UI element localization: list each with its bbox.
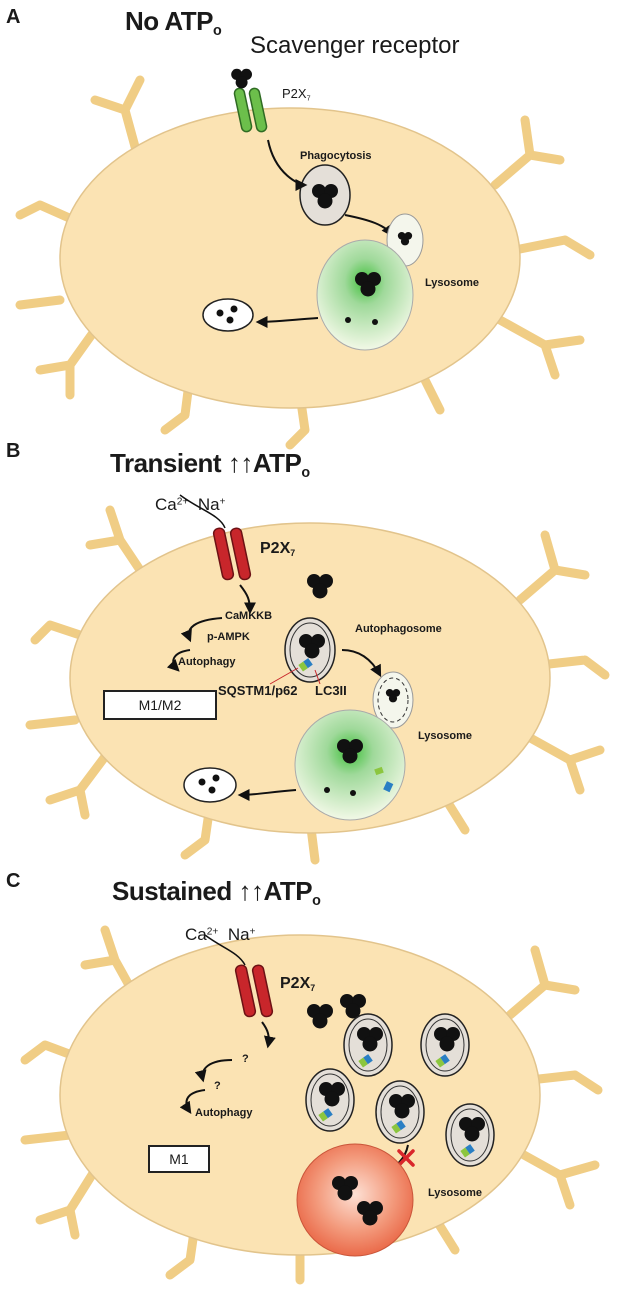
panel-b-ca-sup: 2+ — [176, 496, 189, 508]
panel-b-camkkb-label: CaMKKB — [225, 610, 273, 622]
panel-c-cell-body — [59, 934, 541, 1256]
panel-a-p2x7-sub: 7 — [306, 94, 311, 103]
panel-b-na: Na — [197, 495, 220, 514]
panel-a-exocytosis-vesicle — [202, 298, 254, 332]
panel-b-title-sub: o — [301, 465, 310, 481]
panel-c-title-word: Sustained — [112, 876, 232, 906]
panel-c-autophagosomes — [305, 1013, 495, 1167]
panel-c-title-main: ATP — [263, 876, 313, 906]
panel-b-title-word: Transient — [110, 448, 222, 478]
panel-c-m1-box: M1 — [148, 1145, 210, 1173]
panel-c-autophagy-label: Autophagy — [195, 1107, 253, 1119]
panel-b-p2x7-sub: 7 — [290, 548, 296, 559]
panel-b-na-sup: + — [219, 496, 226, 508]
panel-c-title: Sustained ↑↑ATPo — [112, 876, 321, 909]
panel-c-letter: C — [6, 870, 21, 892]
panel-c-ca: Ca — [185, 925, 207, 944]
panel-a-p2x7-main: P2X — [282, 86, 307, 101]
panel-b-exocytosis-vesicle — [183, 767, 237, 803]
panel-c-lysosome — [296, 1143, 414, 1257]
panel-a-letter: A — [6, 6, 21, 28]
panel-b-title: Transient ↑↑ATPo — [110, 448, 310, 481]
panel-c-lysosome-label: Lysosome — [428, 1187, 483, 1199]
panel-c-ca-sup: 2+ — [206, 926, 219, 938]
panel-b-lysosome-label: Lysosome — [418, 730, 473, 742]
panel-b-letter: B — [6, 440, 21, 462]
panel-b-pampk-label: p-AMPK — [207, 631, 250, 643]
panel-a-cell-body — [59, 107, 521, 409]
panel-b-p2x7-receptor — [212, 527, 252, 581]
panel-b-autophagosome-label: Autophagosome — [355, 623, 442, 635]
panel-c-p2x7-main: P2X — [280, 975, 311, 992]
panel-c-na: Na — [227, 925, 250, 944]
panel-b-title-main: ATP — [252, 448, 302, 478]
panel-a-receptor-label: Scavenger receptor — [250, 32, 460, 59]
panel-c-na-sup: + — [249, 926, 256, 938]
panel-c-question-1: ? — [242, 1053, 249, 1065]
panel-c-ions: Ca2+ Na+ — [185, 925, 256, 945]
panel-b-ions: Ca2+ Na+ — [155, 495, 226, 515]
panel-b-lc3-label: LC3II — [315, 683, 347, 698]
panel-c-block-x-icon — [397, 1149, 415, 1167]
panel-c-title-arrows: ↑↑ — [238, 876, 264, 906]
panel-b-p2x7-label: P2X7 — [260, 540, 295, 558]
panel-a-title: No ATPo — [125, 6, 222, 39]
panel-b-title-arrows: ↑↑ — [227, 448, 254, 478]
panel-c-p2x7-label: P2X7 — [280, 975, 315, 993]
panel-a-lysosome-label: Lysosome — [425, 277, 480, 289]
panel-a-p2x7-receptor — [231, 68, 268, 133]
panel-b-p2x7-main: P2X — [260, 540, 291, 557]
panel-a-phagocytosis-label: Phagocytosis — [300, 150, 372, 162]
panel-b-lysosome — [294, 709, 406, 821]
panel-b-autophagy-label: Autophagy — [178, 656, 236, 668]
panel-b-ca: Ca — [155, 495, 177, 514]
panel-c-question-2: ? — [214, 1080, 221, 1092]
panel-b-sqstm1-label: SQSTM1/p62 — [218, 683, 298, 698]
panel-a-title-main: No ATP — [125, 6, 214, 36]
panel-c-p2x7-receptor — [234, 964, 274, 1018]
panel-a-p2x7-label: P2X7 — [282, 86, 311, 103]
panel-c-title-sub: o — [312, 893, 321, 909]
panel-a-title-sub: o — [213, 23, 222, 39]
panel-b-m1m2-box: M1/M2 — [103, 690, 217, 720]
panel-c-p2x7-sub: 7 — [310, 983, 316, 994]
